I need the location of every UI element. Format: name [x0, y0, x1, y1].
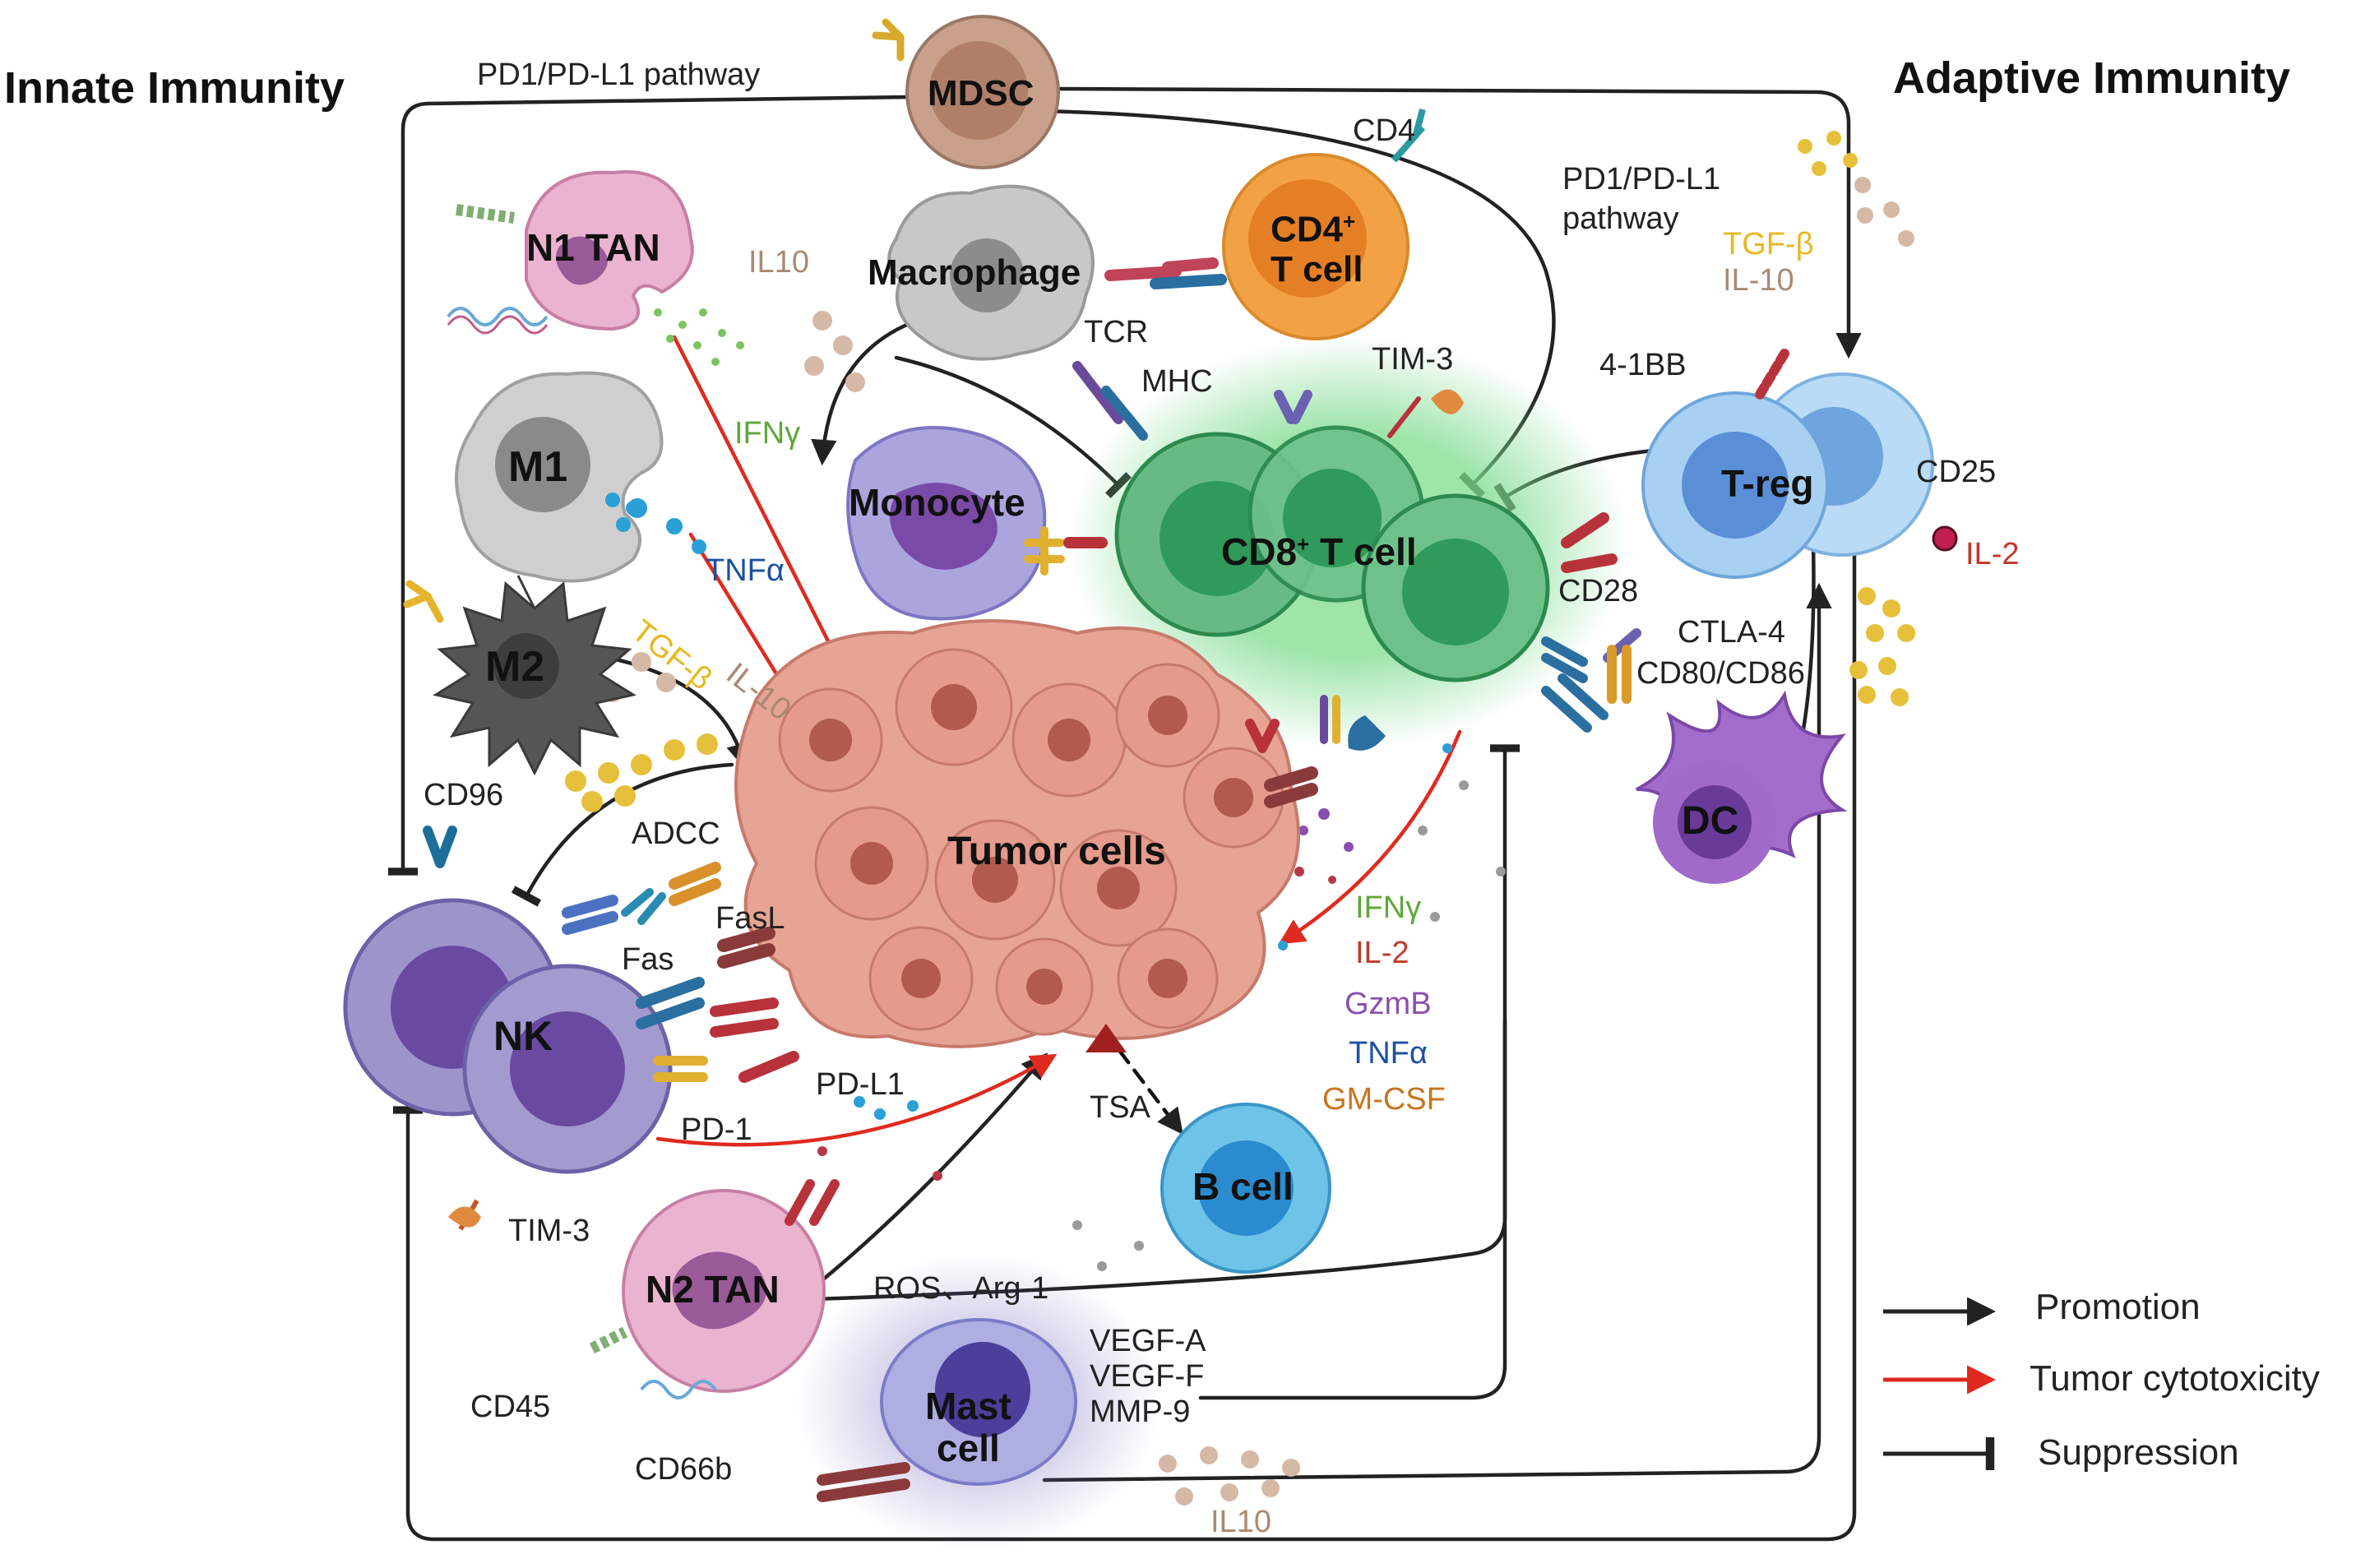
cd8-label-main: CD8 — [1221, 530, 1298, 573]
innate-immunity-title: Innate Immunity — [4, 63, 345, 113]
cd80-cd86-label: CD80/CD86 — [1636, 656, 1805, 691]
m2-label: M2 — [485, 643, 545, 691]
il10-bottom-label: IL10 — [1210, 1505, 1271, 1539]
tsa-label: TSA — [1090, 1090, 1150, 1125]
dc-cell — [1636, 690, 1848, 884]
mhc-label: MHC — [1141, 364, 1213, 399]
il2-right-label: IL-2 — [1965, 537, 2020, 571]
cd8-label-sup: + — [1297, 531, 1310, 557]
pd1-pdl1-right-line2: pathway — [1562, 201, 1679, 236]
4-1bb-label: 4-1BB — [1599, 348, 1687, 382]
b-cell — [1160, 1103, 1331, 1274]
line-mdsc-to-treg — [1058, 86, 1862, 359]
tnfa-right-label: TNFα — [1349, 1036, 1428, 1071]
line-mdsc-to-nk — [388, 95, 911, 876]
m1-label: M1 — [508, 443, 568, 491]
line-tumor-to-nk — [511, 762, 734, 907]
m1-cell — [455, 371, 664, 583]
ctla4-label: CTLA-4 — [1678, 615, 1785, 650]
il10-n1: IL10 — [748, 245, 809, 280]
n2-tan-cell — [589, 1189, 826, 1399]
vegf-f-label: VEGF-F — [1090, 1359, 1205, 1394]
b-cell-label: B cell — [1192, 1165, 1294, 1208]
il2-mid-label: IL-2 — [1355, 936, 1410, 970]
nk-cell — [343, 826, 673, 1231]
mmp9-label: MMP-9 — [1090, 1395, 1191, 1429]
cd66b-label: CD66b — [635, 1452, 733, 1487]
adaptive-immunity-title: Adaptive Immunity — [1893, 53, 2291, 103]
cd8-t-cell-label: CD8+ T cell — [1221, 533, 1417, 571]
gzmb-label: GzmB — [1345, 987, 1432, 1021]
cd4-t-cell-label: CD4+ T cell — [1271, 210, 1363, 289]
nk-label: NK — [493, 1013, 553, 1059]
red-cd8-to-tumor — [1278, 729, 1462, 945]
line-mast-to-treg — [1042, 582, 1832, 1482]
legend-symbols — [1883, 1297, 1996, 1470]
cd25-label: CD25 — [1916, 455, 1997, 489]
dc-label: DC — [1682, 799, 1739, 843]
mast-cell-label: Mast cell — [925, 1385, 1011, 1469]
mast-label-line1: Mast — [925, 1385, 1011, 1427]
t-reg-label: T-reg — [1721, 462, 1814, 505]
mast-label-line2: cell — [937, 1426, 1000, 1469]
ifng-left-label: IFNγ — [734, 416, 801, 451]
macrophage-label: Macrophage — [868, 252, 1081, 293]
tumor-cells-label: Tumor cells — [947, 830, 1166, 873]
cd45-label: CD45 — [470, 1390, 551, 1424]
il10-top: IL-10 — [1723, 263, 1794, 298]
pd-l1-label: PD-L1 — [816, 1067, 905, 1102]
tnfa-left-label: TNFα — [706, 553, 785, 588]
mdsc-cell — [872, 15, 1060, 169]
pd1-pdl1-pathway-right: PD1/PD-L1 pathway — [1562, 160, 1720, 238]
vegf-a-label: VEGF-A — [1090, 1324, 1206, 1358]
line-bottom-to-nk — [393, 540, 1857, 1542]
n2-tan-label: N2 TAN — [646, 1268, 780, 1311]
monocyte-label: Monocyte — [849, 481, 1025, 524]
tcr-label: TCR — [1084, 315, 1149, 349]
legend-promotion-label: Promotion — [2035, 1287, 2201, 1327]
cd8-t-cell — [1069, 337, 1628, 748]
pd1-pdl1-pathway-top: PD1/PD-L1 pathway — [477, 58, 761, 92]
cd4-label-main: CD4 — [1271, 209, 1344, 250]
fas-label: Fas — [622, 942, 674, 977]
cd28-label: CD28 — [1558, 574, 1639, 608]
adcc-label: ADCC — [632, 816, 720, 851]
cd4-label-line2: T cell — [1271, 249, 1363, 290]
cd96-label: CD96 — [424, 778, 504, 812]
pd-1-label: PD-1 — [681, 1112, 752, 1147]
monocyte-cell — [846, 426, 1047, 621]
cd4-t-cell — [1222, 108, 1426, 340]
macrophage-cell — [887, 184, 1095, 361]
gm-csf-label: GM-CSF — [1322, 1082, 1446, 1117]
fasl-label: FasL — [715, 901, 785, 936]
cd4-marker-label: CD4 — [1353, 113, 1416, 148]
tgf-beta-top: TGF-β — [1723, 227, 1814, 261]
line-mast-to-cd8 — [1198, 1017, 1507, 1400]
tim3-bottom-label: TIM-3 — [508, 1214, 590, 1248]
legend-suppression-label: Suppression — [2038, 1432, 2239, 1473]
line-n2-to-tumor — [812, 1052, 1048, 1289]
pd1-pdl1-right-line1: PD1/PD-L1 — [1562, 162, 1721, 197]
receptors — [562, 257, 1789, 1502]
tim3-top-label: TIM-3 — [1372, 342, 1454, 377]
legend-cytotoxicity-label: Tumor cytotoxicity — [2030, 1358, 2320, 1399]
red-nk-to-tumor — [655, 1053, 1058, 1147]
m2-cell — [403, 575, 636, 776]
mdsc-label: MDSC — [928, 73, 1035, 113]
ifng-right-label: IFNγ — [1355, 890, 1422, 925]
ros-arg1-label: ROS、Arg-1 — [873, 1271, 1049, 1306]
n1-tan-cell — [447, 170, 694, 335]
tumor-cells — [734, 619, 1300, 1052]
cd8-label-tail: T cell — [1309, 530, 1417, 573]
t-reg-cell — [1641, 372, 1958, 579]
n1-tan-label: N1 TAN — [526, 226, 660, 269]
cd4-label-sup: + — [1343, 209, 1356, 234]
red-n1-to-tumor — [672, 335, 858, 700]
